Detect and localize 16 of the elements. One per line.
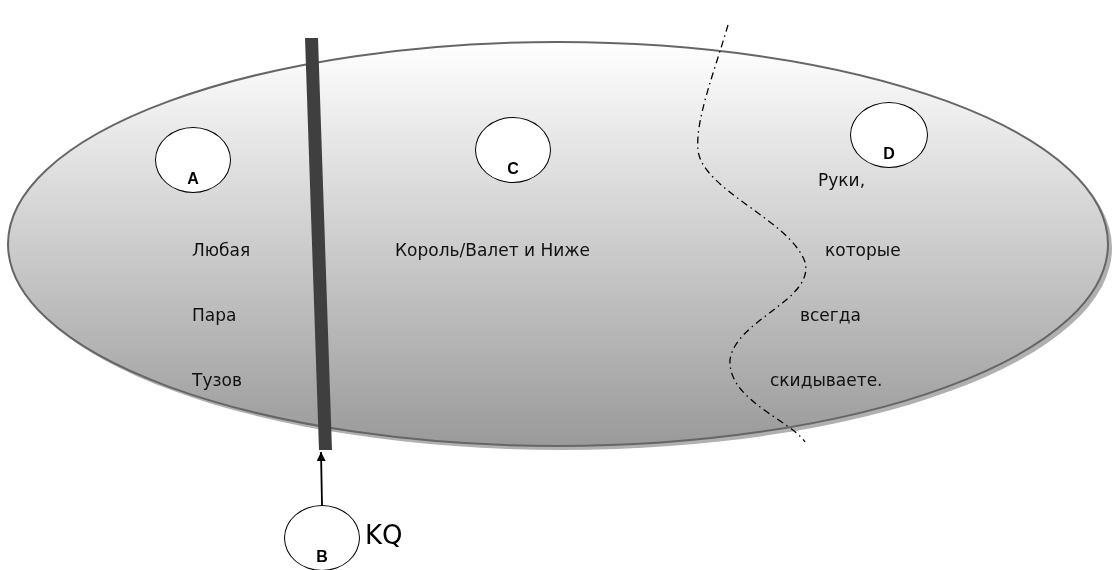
divider-bar xyxy=(305,38,333,452)
circle-letter: C xyxy=(507,161,519,177)
oval-text: Пара xyxy=(192,305,237,325)
oval-text: всегда xyxy=(800,305,861,325)
arrow xyxy=(316,451,326,506)
circle-caption: KQ xyxy=(365,520,403,550)
oval-area xyxy=(4,38,1112,450)
circle-letter: A xyxy=(187,171,199,187)
circle-letter: D xyxy=(883,146,895,162)
oval-text: Король/Валет и Ниже xyxy=(395,240,591,260)
oval-text: скидываете. xyxy=(770,370,883,390)
oval-text: Руки, xyxy=(818,170,866,190)
oval-text: Любая xyxy=(192,240,251,260)
circle-letter: B xyxy=(316,549,328,565)
oval-text: которые xyxy=(825,240,901,260)
oval-text: Тузов xyxy=(192,370,242,390)
